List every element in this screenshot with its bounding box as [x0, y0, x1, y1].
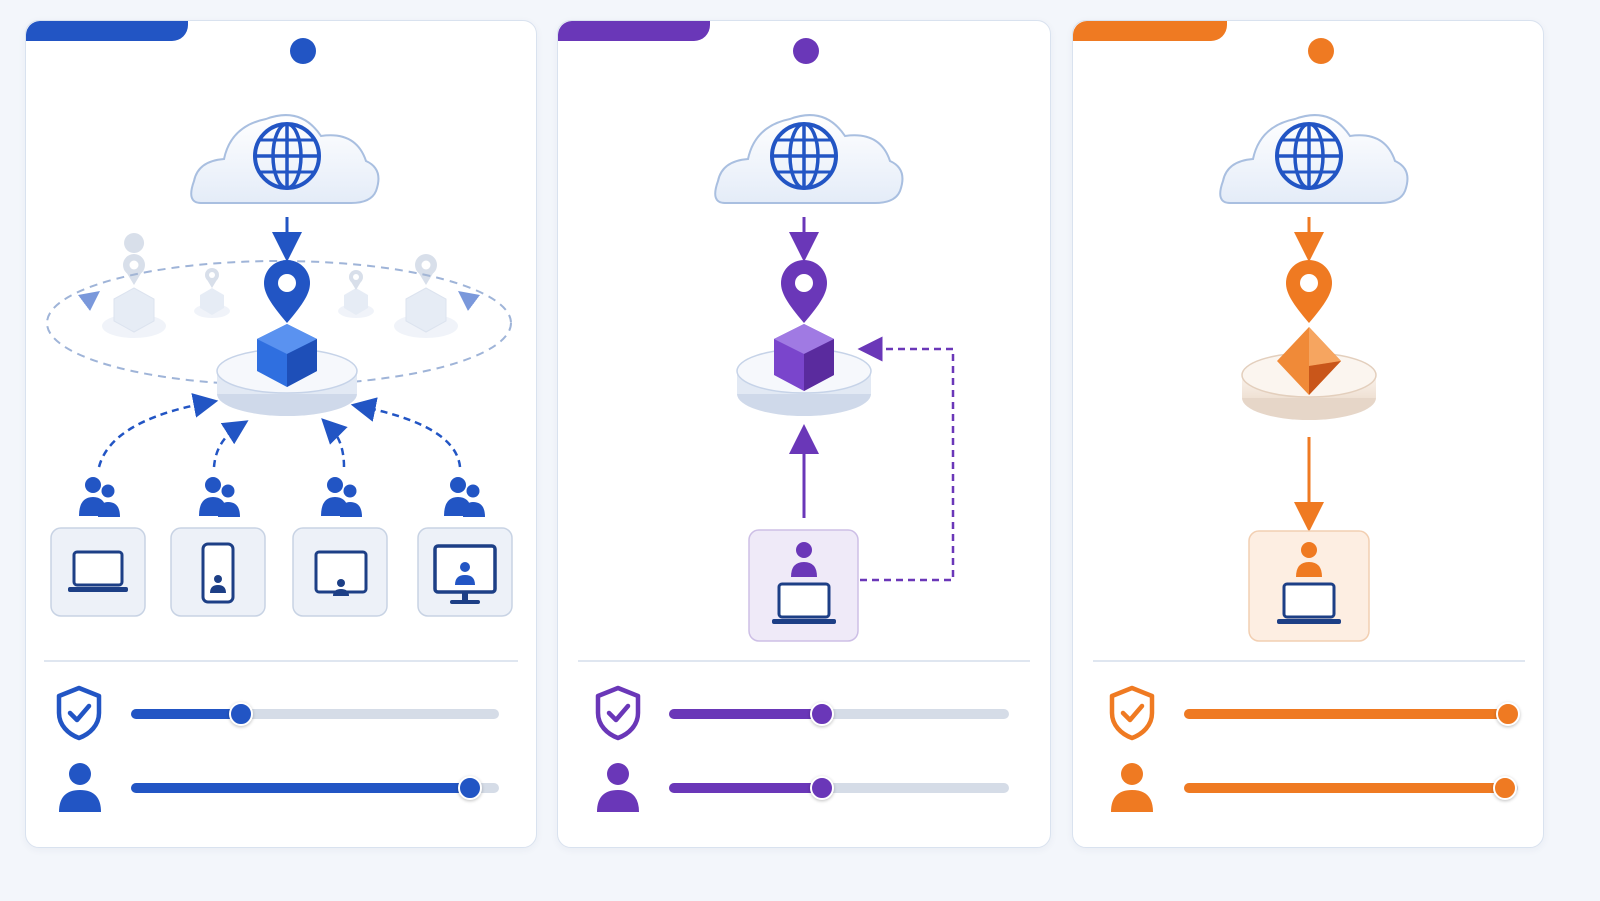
- panel-tab: [26, 21, 188, 41]
- location-pin-icon: [781, 260, 827, 323]
- panel-dedicated-shared: [557, 20, 1051, 848]
- architecture-diagram: [46, 114, 513, 617]
- shield-check-icon: [595, 685, 641, 741]
- laptop-icon: [748, 529, 859, 642]
- users-slider-fill: [669, 783, 822, 793]
- users-slider-knob[interactable]: [810, 776, 834, 800]
- panel-divider: [1093, 660, 1525, 662]
- server-platform-icon: [216, 324, 358, 416]
- users-group-icon: [199, 477, 240, 517]
- panel-single-tenant: [1072, 20, 1544, 848]
- tenant-nodes: [102, 233, 458, 338]
- panel-tab: [1073, 21, 1227, 41]
- security-slider-fill: [669, 709, 822, 719]
- security-slider-knob[interactable]: [810, 702, 834, 726]
- status-dot: [290, 38, 316, 64]
- users-slider-fill: [131, 783, 470, 793]
- security-slider-knob[interactable]: [229, 702, 254, 726]
- users-slider-knob[interactable]: [1492, 776, 1517, 800]
- architecture-diagram: [714, 114, 955, 642]
- security-slider[interactable]: [131, 702, 499, 726]
- users-slider[interactable]: [1184, 776, 1518, 800]
- laptop-icon: [50, 527, 146, 617]
- security-slider-fill: [131, 709, 242, 719]
- laptop-icon: [1248, 530, 1370, 642]
- server-platform-icon: [1241, 327, 1377, 420]
- security-slider[interactable]: [1184, 702, 1520, 726]
- panel-divider: [44, 660, 518, 662]
- users-slider-knob[interactable]: [457, 776, 482, 800]
- tenant-orbit: [46, 260, 512, 386]
- user-icon: [1111, 763, 1153, 812]
- panel-multi-tenant: [25, 20, 537, 848]
- monitor-icon: [292, 527, 388, 617]
- users-slider[interactable]: [669, 776, 1009, 800]
- phone-icon: [170, 527, 266, 617]
- security-slider[interactable]: [669, 702, 1009, 726]
- status-dot: [1308, 38, 1334, 64]
- users-group-icon: [444, 477, 485, 517]
- user-icon: [597, 763, 639, 812]
- monitor-icon: [417, 527, 513, 617]
- users-group-icon: [321, 477, 362, 517]
- shield-check-icon: [1109, 685, 1155, 741]
- security-slider-knob[interactable]: [1495, 702, 1520, 726]
- server-platform-icon: [736, 324, 872, 416]
- architecture-diagram: [1219, 114, 1409, 642]
- panel-tab: [558, 21, 710, 41]
- panel-divider: [578, 660, 1030, 662]
- status-dot: [793, 38, 819, 64]
- shield-check-icon: [56, 685, 102, 741]
- users-group-icon: [79, 477, 120, 517]
- security-slider-fill: [1184, 709, 1508, 719]
- cloud-globe-icon: [190, 114, 380, 204]
- cloud-globe-icon: [714, 114, 904, 204]
- feedback-arrow: [857, 336, 955, 582]
- cloud-globe-icon: [1219, 114, 1409, 204]
- users-slider[interactable]: [131, 776, 499, 800]
- location-pin-icon: [1286, 260, 1332, 323]
- user-icon: [59, 763, 101, 812]
- location-pin-icon: [264, 260, 310, 323]
- users-slider-fill: [1184, 783, 1505, 793]
